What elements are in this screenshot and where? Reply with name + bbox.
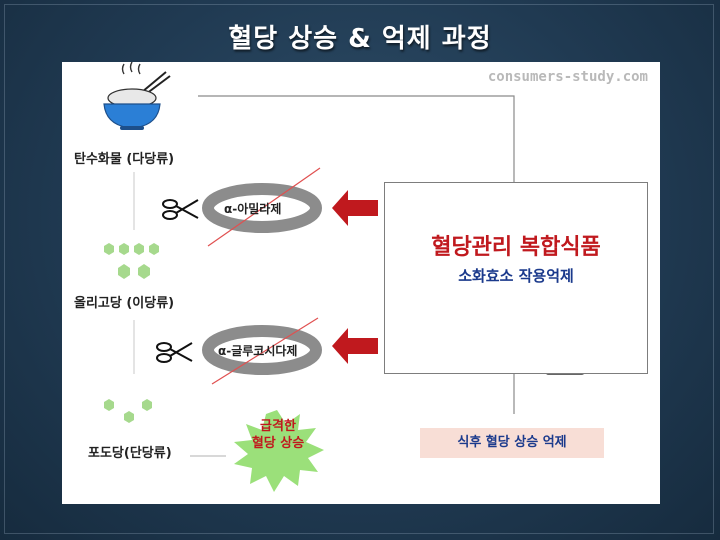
inhibit-arrow-amylase [332, 190, 378, 226]
stage-label-glucose: 포도당(단당류) [88, 446, 172, 461]
stage-label-oligosaccharide: 올리고당 (이당류) [74, 296, 175, 311]
glucose-hexagons [104, 399, 152, 423]
product-title: 혈당관리 복합식품 [431, 235, 601, 260]
enzyme-label-glucosidase: α-글루코시다제 [218, 344, 298, 358]
scissors-icon-amylase [162, 199, 199, 220]
enzyme-label-amylase: α-아밀라제 [224, 202, 282, 216]
slide-frame [4, 4, 714, 534]
inhibit-arrow-glucosidase [332, 328, 378, 364]
amylase-strike [207, 167, 321, 247]
scissors-icon-glucosidase [156, 342, 193, 363]
oligosaccharide-hexagons [104, 243, 159, 279]
product-box: 혈당관리 복합식품 소화효소 작용억제 [384, 182, 648, 374]
burst-text-line2: 혈당 상승 [251, 436, 305, 451]
result-box: 식후 혈당 상승 억제 [420, 428, 604, 458]
watermark: consumers-study.com [487, 69, 648, 85]
product-subtitle: 소화효소 작용억제 [458, 267, 574, 285]
glucosidase-ring [202, 325, 322, 375]
stage-label-carbohydrate: 탄수화물 (다당류) [74, 152, 175, 167]
diagram-panel: consumers-study.com [62, 62, 660, 504]
slide-title: 혈당 상승 & 억제 과정 [228, 24, 492, 54]
top-connector-line [198, 95, 515, 182]
glucosidase-strike [211, 317, 319, 385]
rice-bowl-icon [103, 62, 171, 130]
starburst-icon [234, 410, 324, 492]
amylase-ring [202, 183, 322, 233]
burst-text-line1: 급격한 [260, 419, 296, 434]
